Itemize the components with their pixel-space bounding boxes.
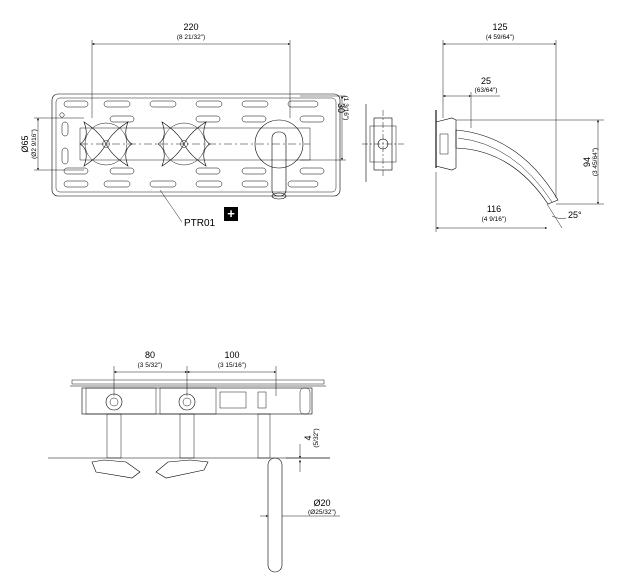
part-code-label: PTR01 — [184, 218, 216, 229]
wall-dim-value: 4 — [303, 435, 313, 440]
spout-dim-inch: (4 9/16") — [482, 216, 507, 223]
spout-side — [455, 129, 559, 205]
spout-front — [254, 119, 304, 200]
front-view: 220 (8 21/32") Ø65 (Ø2 9/16") 30 (1 3/16… — [20, 22, 349, 229]
depth-dim-value: 30 — [336, 103, 346, 113]
handle-left-profile — [91, 459, 141, 479]
plus-badge — [224, 207, 238, 221]
width-dim-value: 220 — [183, 22, 198, 32]
spout-diameter-value: Ø20 — [313, 498, 330, 508]
plate-slots — [59, 100, 325, 188]
side-view: 125 (4 59/64") 25 (63/64") 94 (3 45/64")… — [435, 22, 604, 232]
projection-dim-inch: (4 59/64") — [486, 34, 514, 41]
plate-dim-inch: (63/64") — [475, 87, 498, 94]
wall-dim-inch: (5/32") — [313, 428, 320, 447]
side-height-dim-value: 94 — [582, 157, 592, 167]
top-view: 80 (3 5/32") 100 (3 15/16") 4 (5/32") Ø2… — [48, 350, 340, 573]
plate-dim-value: 25 — [481, 76, 491, 86]
projection-dim-value: 125 — [492, 22, 507, 32]
spacing-left-value: 80 — [145, 350, 155, 360]
valve-left — [85, 387, 157, 415]
angle-label: 25° — [568, 210, 582, 220]
mounting-plate — [51, 93, 341, 197]
spacing-left-inch: (3 5/32") — [138, 362, 163, 369]
depth-dim-inch: (1 3/16") — [342, 96, 349, 121]
valve-body-side — [362, 104, 404, 182]
spacing-right-value: 100 — [224, 350, 239, 360]
left-cross-handle — [79, 121, 133, 167]
front-height-dim-inch: (Ø2 9/16") — [31, 129, 38, 159]
spout-diameter-inch: (Ø25/32") — [308, 509, 336, 516]
spacing-right-inch: (3 15/16") — [218, 362, 246, 369]
plus-symbol: + — [227, 206, 235, 221]
right-cross-handle — [157, 121, 211, 167]
width-dim-inch: (8 21/32") — [177, 34, 205, 41]
handle-right-profile — [155, 459, 209, 479]
spout-dim-value: 116 — [487, 204, 501, 214]
side-height-dim-inch: (3 45/64") — [592, 148, 599, 176]
front-height-dim-value: Ø65 — [20, 135, 30, 152]
